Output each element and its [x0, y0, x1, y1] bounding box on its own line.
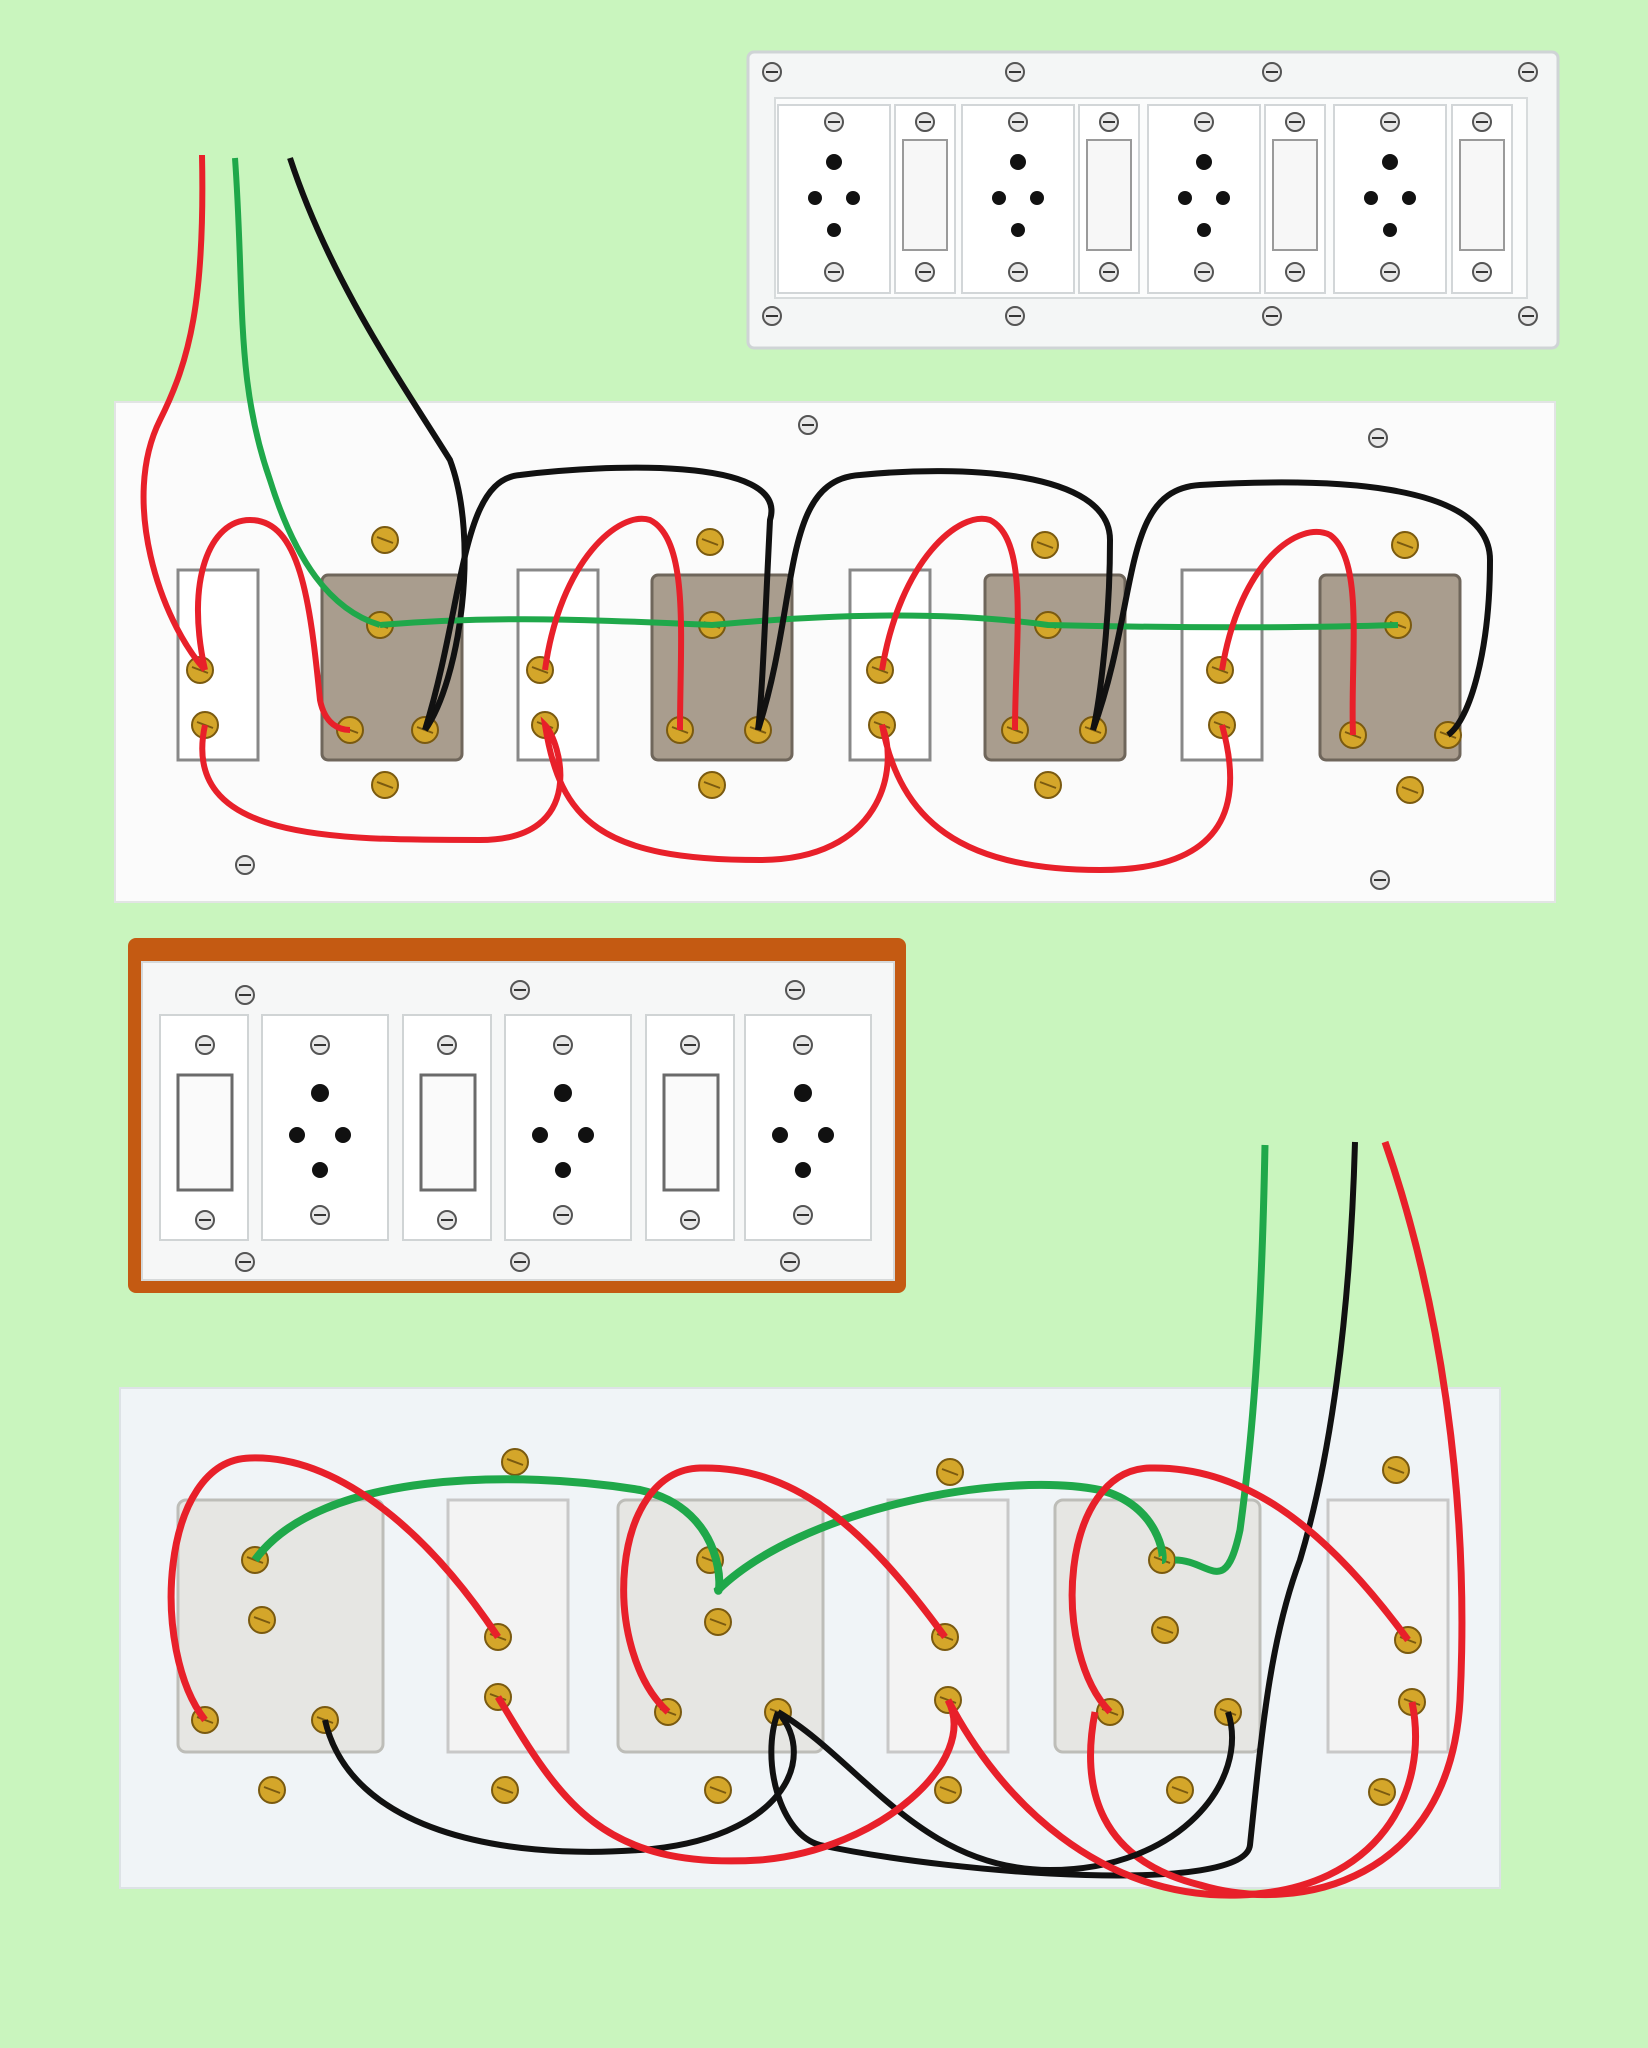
incoming-phase-wire: [140, 154, 208, 673]
switch-module: [1451, 104, 1513, 294]
front-panel-white: [746, 50, 1560, 350]
front-panel-wooden-frame: [128, 938, 906, 1293]
phase-loop-wire: [879, 515, 1021, 731]
neutral-bus-wire: [322, 1710, 797, 1855]
switch-module: [1078, 104, 1140, 294]
phase-loop-wire: [1219, 528, 1357, 736]
switch-module: [159, 1014, 249, 1241]
switch-module: [894, 104, 956, 294]
phase-loop-wire: [1068, 1464, 1411, 1715]
phase-bus-wire: [495, 1695, 1419, 1899]
socket-module: [1147, 104, 1261, 294]
neutral-bus-wire: [776, 1709, 1235, 1874]
incoming-neutral-wire: [768, 1141, 1358, 1879]
rear-wiring-white: [114, 154, 1556, 903]
earth-bus-wire: [379, 612, 1399, 631]
incoming-earth-wire: [232, 157, 381, 628]
phase-loop-wire: [542, 515, 685, 731]
socket-module: [961, 104, 1075, 294]
switch-body: [1326, 1498, 1450, 1754]
socket-module: [504, 1014, 632, 1241]
neutral-loop-wire: [422, 464, 775, 731]
socket-module: [744, 1014, 872, 1241]
neutral-loop-wire: [755, 468, 1114, 731]
rear-wiring-bottom: [119, 1140, 1501, 1899]
neutral-loop-wire: [1090, 479, 1494, 738]
phase-loop-wire: [195, 516, 351, 733]
phase-loop-wire: [167, 1454, 501, 1723]
socket-module: [1333, 104, 1447, 294]
socket-module: [261, 1014, 389, 1241]
switch-module: [645, 1014, 735, 1241]
switch-module: [1264, 104, 1326, 294]
phase-bus-wire: [199, 716, 1234, 874]
switch-module: [402, 1014, 492, 1241]
incoming-neutral-wire: [287, 157, 468, 732]
socket-body: [176, 1498, 385, 1754]
socket-module: [777, 104, 891, 294]
incoming-phase-wire: [1087, 1140, 1466, 1899]
phase-loop-wire: [620, 1464, 948, 1715]
